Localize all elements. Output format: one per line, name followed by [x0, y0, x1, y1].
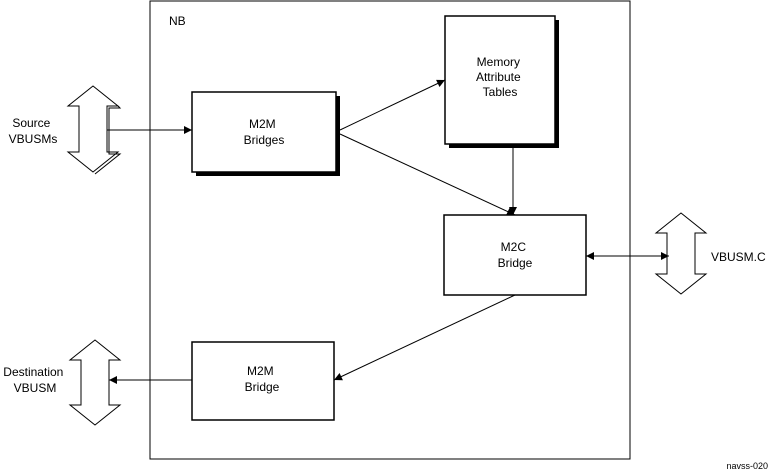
vbusm-c-label: VBUSM.C	[711, 250, 766, 264]
m2c-bridge-box: M2C Bridge	[443, 214, 587, 296]
m2m-bridge-label: M2M Bridge	[245, 364, 280, 394]
nb-container	[149, 0, 631, 460]
source-vbusms-label: Source VBUSMs	[9, 116, 58, 146]
nb-label: NB	[169, 14, 186, 28]
destination-vbusm-label: Destination VBUSM	[3, 365, 66, 395]
m2m-bridges-label: M2M Bridges	[244, 117, 285, 147]
memory-attribute-tables-label: Memory Attribute Tables	[476, 55, 524, 99]
memory-attribute-tables-box: Memory Attribute Tables	[444, 15, 559, 148]
m2c-bridge-label: M2C Bridge	[498, 240, 533, 270]
arrow-m2c-bridge-to-m2m-bridge	[333, 294, 516, 381]
m2m-bridges-box: M2M Bridges	[191, 91, 340, 176]
vbusm-c-bus	[654, 212, 708, 295]
arrow-m2m-bridges-to-m2c-bridge	[339, 133, 516, 216]
m2m-bridge-box: M2M Bridge	[191, 341, 335, 421]
source-vbusms-bus	[66, 85, 122, 175]
destination-vbusm-bus	[68, 339, 122, 426]
arrow-m2m-bridges-to-memory-tables	[339, 79, 446, 131]
figure-id-label: navss-020	[726, 461, 768, 471]
